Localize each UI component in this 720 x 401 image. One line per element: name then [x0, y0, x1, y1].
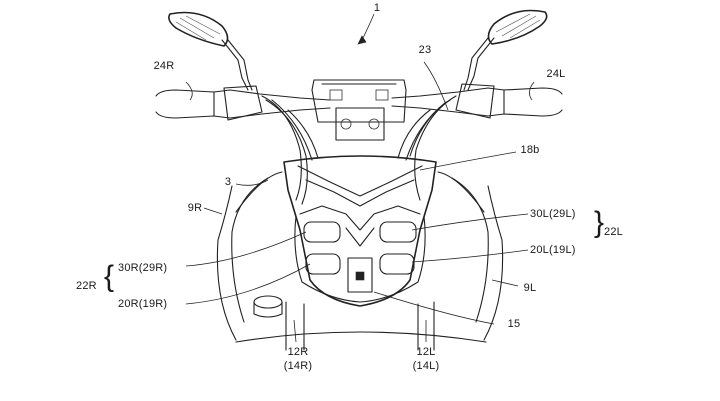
leader-lines: [185, 13, 535, 343]
label-30R: 30R(29R): [118, 262, 168, 274]
label-20R: 20R(19R): [118, 298, 168, 310]
label-24R: 24R: [153, 60, 175, 72]
brace-22L: }: [594, 206, 605, 239]
label-22R: 22R: [76, 280, 97, 292]
cables: [261, 95, 457, 205]
label-12R: 12R: [287, 346, 309, 358]
figure-reference-label: 1: [373, 2, 381, 14]
label-18b: 18b: [520, 144, 540, 156]
left-mirror: [463, 9, 548, 91]
label-30L: 30L(29L): [530, 208, 576, 220]
label-9L: 9L: [523, 282, 537, 294]
label-3: 3: [224, 176, 232, 188]
label-15: 15: [507, 318, 521, 330]
label-14L: (14L): [412, 360, 440, 372]
label-9R: 9R: [187, 202, 203, 214]
headlight-cowl: [235, 155, 485, 307]
right-mirror: [168, 11, 253, 91]
front-body: [216, 177, 504, 341]
instrument-cluster: [311, 79, 407, 141]
label-12L: 12L: [416, 346, 436, 358]
label-22L: 22L: [604, 226, 623, 238]
label-20L: 20L(19L): [530, 244, 576, 256]
label-23: 23: [418, 44, 432, 56]
handlebar: [155, 83, 563, 121]
brace-22R: {: [104, 260, 115, 293]
label-14R: (14R): [283, 360, 313, 372]
label-24L: 24L: [546, 68, 566, 80]
front-forks: [235, 295, 487, 351]
